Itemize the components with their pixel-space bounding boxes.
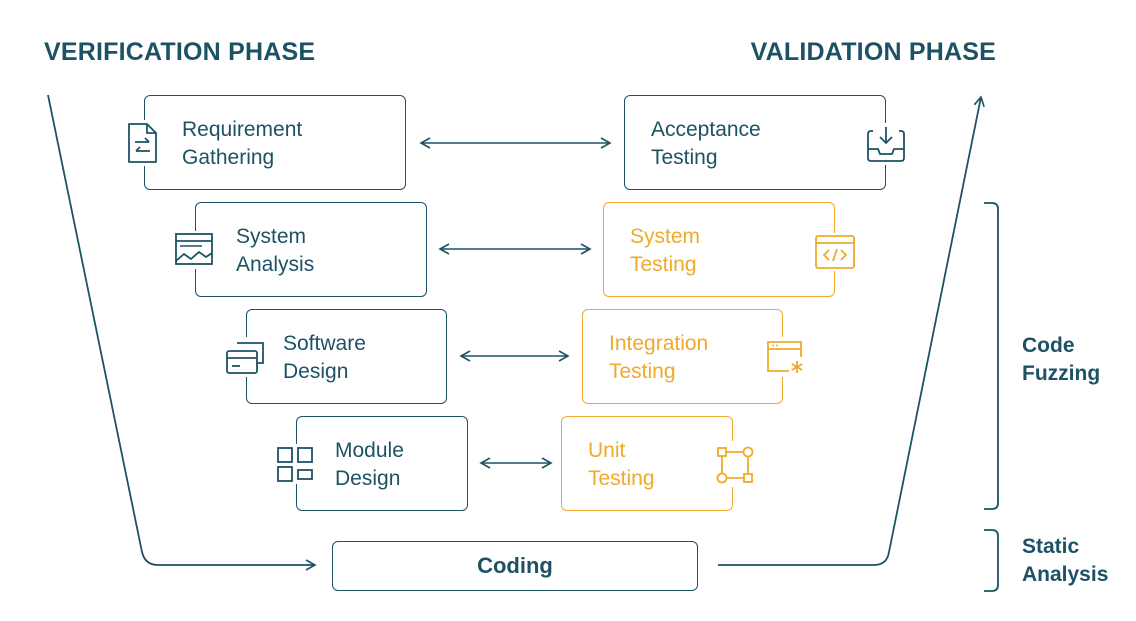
static-analysis-label: Static Analysis <box>1022 535 1109 586</box>
requirement-gathering-box: Requirement Gathering <box>123 95 406 190</box>
module-design-box: Module Design <box>273 416 468 511</box>
inbox-download-icon <box>863 123 911 165</box>
module-design-label: Module Design <box>335 439 404 490</box>
cards-icon <box>223 337 267 377</box>
nodes-square-icon <box>710 441 758 487</box>
requirement-gathering-label: Requirement Gathering <box>182 118 303 169</box>
code-fuzzing-bracket <box>984 202 999 510</box>
code-window-icon <box>812 233 858 271</box>
acceptance-testing-box: Acceptance Testing <box>624 95 911 190</box>
coding-label: Coding <box>477 553 553 578</box>
software-design-label: Software Design <box>283 332 366 383</box>
analytics-window-icon <box>172 231 216 269</box>
coding-box: Coding <box>332 541 698 591</box>
software-design-box: Software Design <box>223 309 447 404</box>
verification-phase-heading: VERIFICATION PHASE <box>44 38 316 66</box>
integration-testing-box: Integration Testing <box>582 309 807 404</box>
acceptance-testing-label: Acceptance Testing <box>651 118 761 169</box>
unit-testing-label: Unit Testing <box>588 439 655 490</box>
code-fuzzing-label: Code Fuzzing <box>1022 334 1101 385</box>
system-testing-label: System Testing <box>630 225 701 276</box>
document-swap-icon <box>123 120 163 166</box>
system-analysis-box: System Analysis <box>172 202 427 297</box>
window-gear-icon <box>763 337 807 377</box>
validation-phase-heading: VALIDATION PHASE <box>750 38 996 66</box>
validation-ascent-line <box>718 95 985 566</box>
system-analysis-label: System Analysis <box>236 225 315 276</box>
integration-testing-label: Integration Testing <box>609 332 709 383</box>
verification-descent-line <box>47 94 317 571</box>
unit-testing-box: Unit Testing <box>561 416 758 511</box>
system-testing-box: System Testing <box>603 202 858 297</box>
grid-squares-icon <box>273 444 317 484</box>
static-analysis-bracket <box>984 529 999 592</box>
